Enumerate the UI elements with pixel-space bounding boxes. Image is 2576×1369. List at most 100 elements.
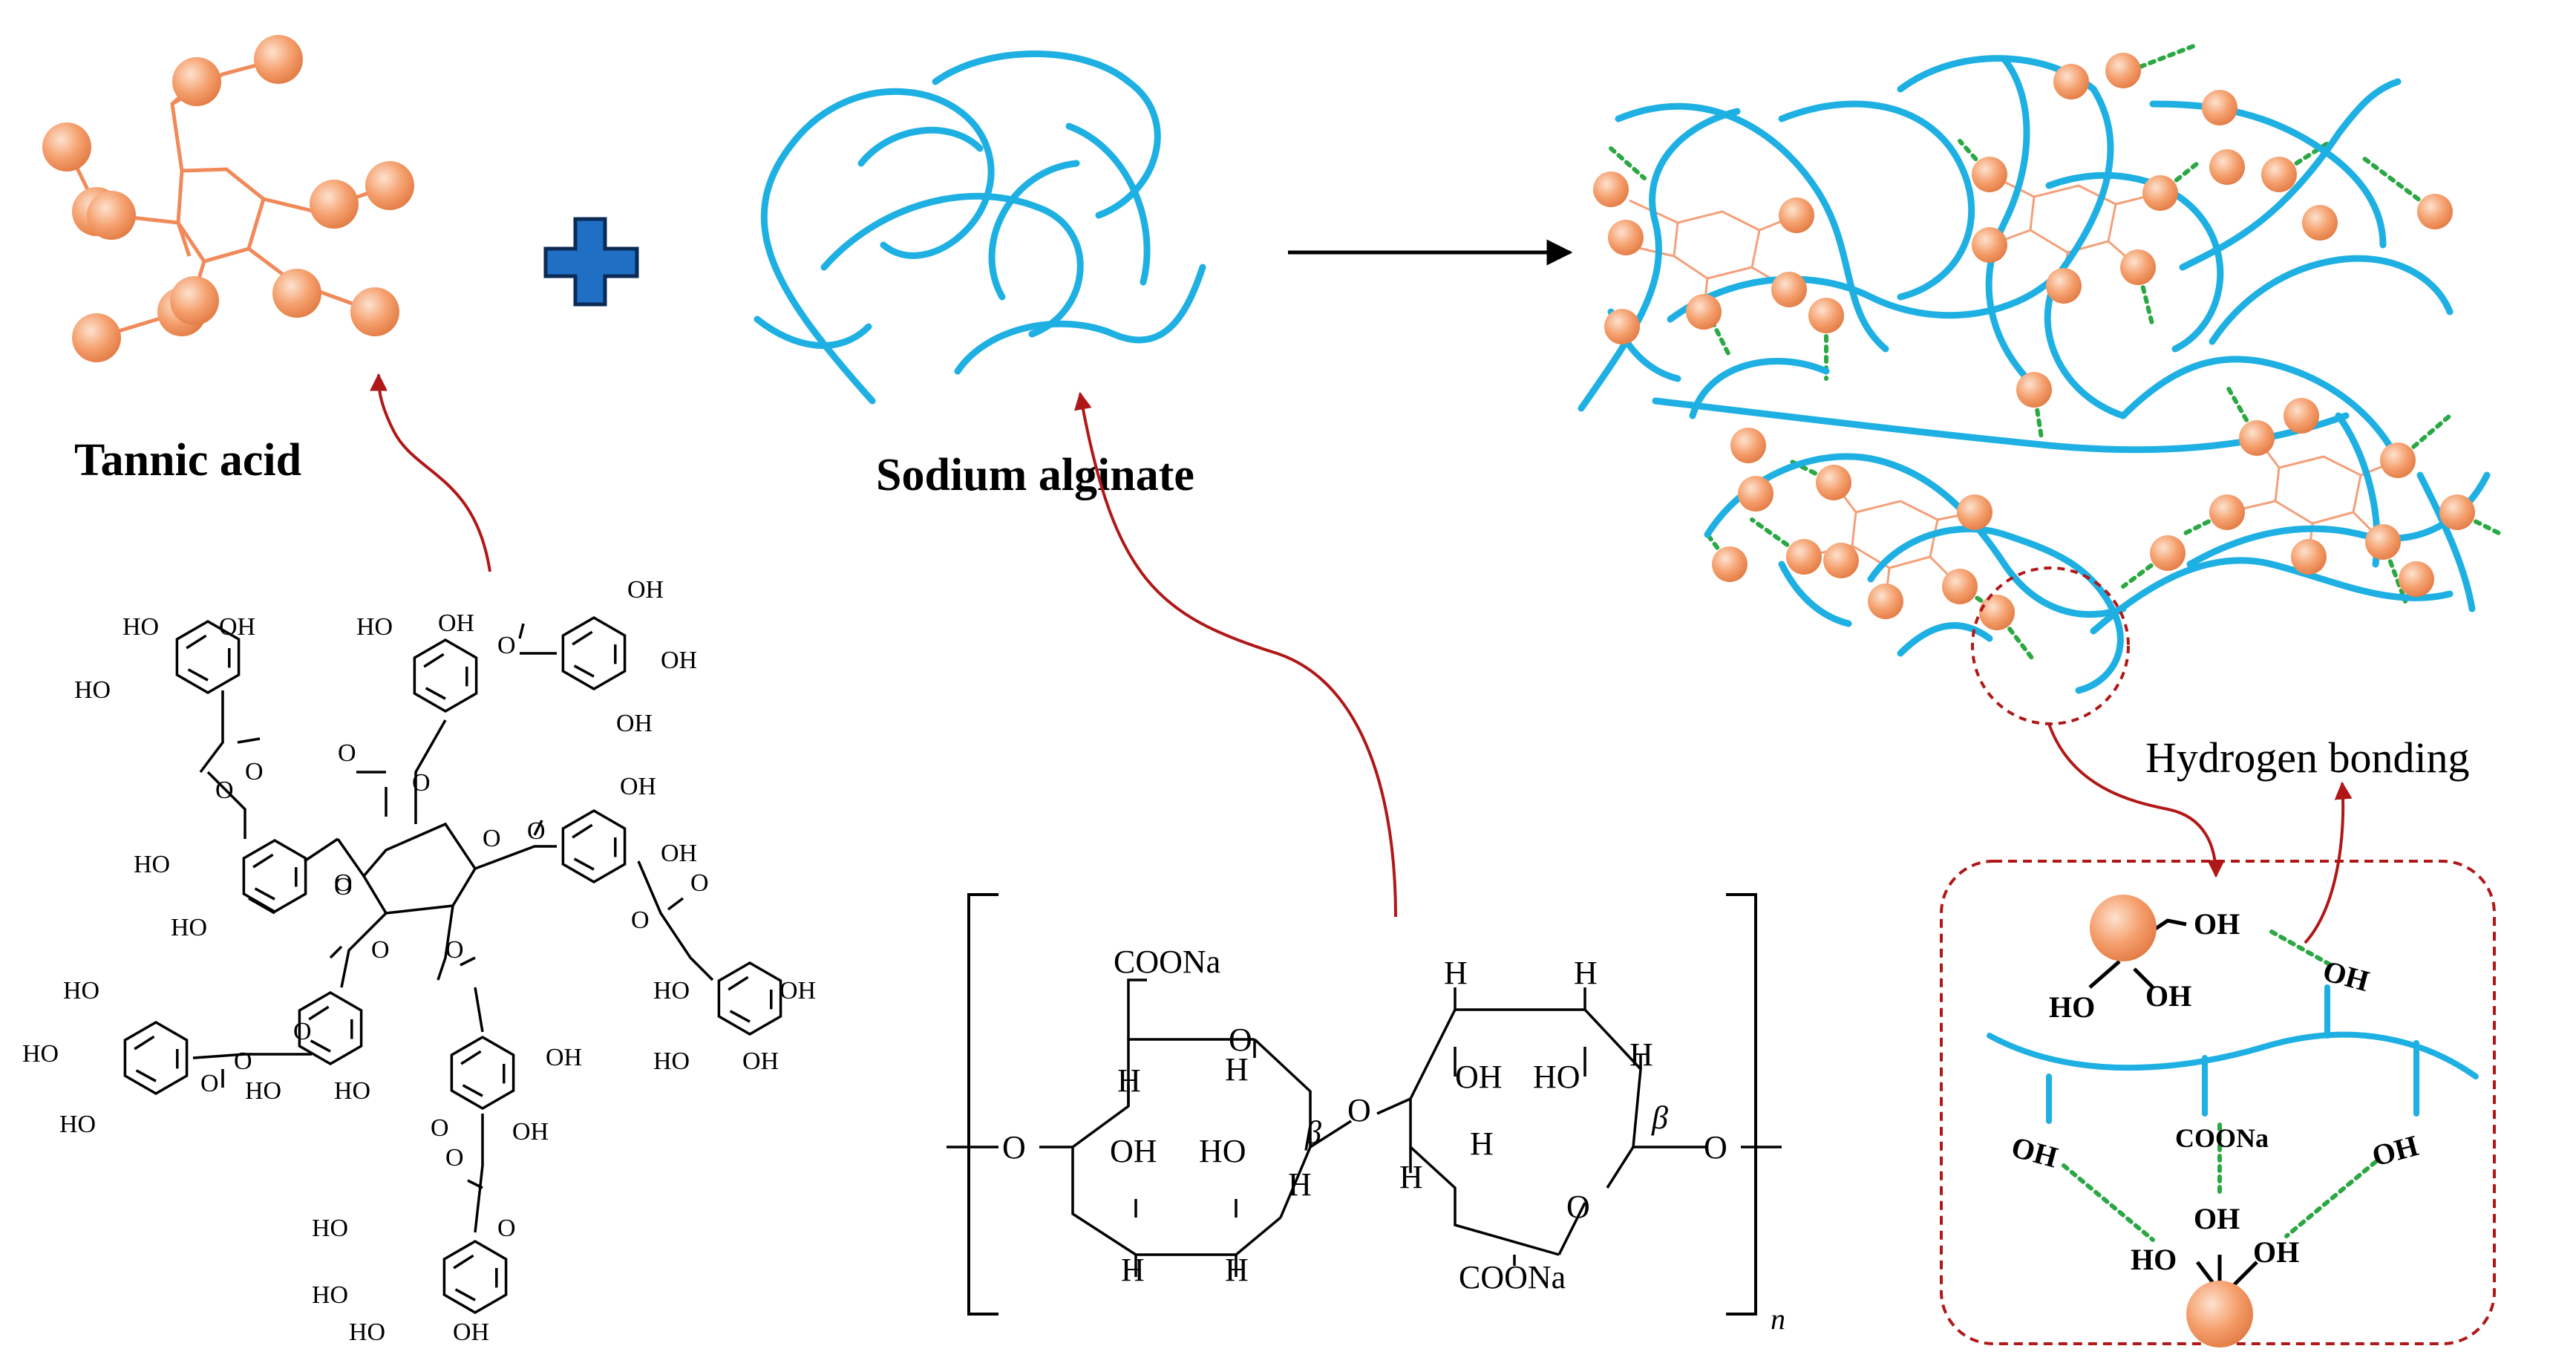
network-sphere — [2291, 539, 2327, 575]
network-sphere — [1786, 539, 1822, 575]
atom-label: O — [631, 906, 650, 934]
atom-label: OH — [742, 1048, 779, 1075]
alginate-bonds — [947, 978, 1782, 1277]
atom-label: HO — [134, 851, 170, 878]
alg-h-3: H — [1288, 1166, 1312, 1203]
benzene-ring — [561, 808, 627, 884]
atom-label: HO — [312, 1215, 348, 1242]
network-sphere — [2302, 205, 2338, 241]
tannic-sphere — [72, 313, 121, 362]
double-bond — [572, 823, 593, 839]
network-sphere — [1957, 494, 1993, 530]
double-bond — [460, 1050, 482, 1065]
bond — [237, 737, 261, 744]
atom-label: HO — [349, 1319, 385, 1346]
tannic-sphere — [350, 287, 399, 336]
atom-label: HO — [245, 1077, 281, 1105]
detail-hbonds — [2062, 929, 2378, 1242]
alginate-structure-arrow — [1074, 391, 1397, 918]
bond — [248, 897, 275, 915]
network-sphere — [1730, 428, 1766, 463]
bond — [437, 905, 454, 981]
alg-h-5: H — [1225, 1252, 1249, 1288]
atom-label: OH — [512, 1118, 549, 1146]
tannic-sphere — [254, 35, 303, 84]
atom-label: HO — [122, 613, 159, 641]
network-sphere — [1604, 309, 1640, 344]
bond — [460, 956, 476, 967]
alg-ho-1: HO — [1199, 1133, 1246, 1169]
double-bond — [254, 887, 275, 901]
alg-beta-2: β — [1651, 1100, 1668, 1136]
alg-o-ring2: O — [1566, 1189, 1590, 1225]
double-bond — [135, 1069, 157, 1082]
double-bond — [186, 634, 207, 650]
alg-o-bridge: O — [1347, 1092, 1371, 1128]
network-sphere — [2150, 535, 2186, 571]
tannic-sphere — [272, 269, 321, 318]
sodium-alginate-label: Sodium alginate — [876, 450, 1194, 500]
atom-label: O — [527, 817, 546, 845]
bond — [336, 837, 365, 878]
alg-o-ring1: O — [1229, 1022, 1252, 1058]
tannic-sphere — [365, 161, 414, 210]
network-hbond — [1609, 146, 1647, 180]
atom-label: OH — [661, 647, 697, 674]
network-sphere — [2380, 442, 2416, 478]
network-sphere — [2142, 175, 2178, 211]
atom-label: OH — [661, 840, 697, 867]
double-bond — [729, 1010, 751, 1023]
detail-oh-mid: OH — [2145, 979, 2191, 1013]
tannic-sphere — [42, 122, 91, 171]
benzene-ring — [298, 990, 363, 1066]
alg-ho-2: HO — [1533, 1059, 1580, 1095]
alg-o-right: O — [1704, 1129, 1727, 1166]
alginate-atom-labels: COONa O O H H OH HO β H H H O H H OH HO … — [1002, 944, 1785, 1336]
tannic-sphere — [87, 191, 136, 240]
hydrogel-network — [1578, 42, 2504, 694]
zoom-circle — [1971, 566, 2130, 725]
network-sphere — [2365, 524, 2401, 560]
atom-label: OH — [546, 1044, 582, 1071]
detail-ho-bottom-left: HO — [2131, 1243, 2177, 1276]
atom-label: O — [200, 1070, 219, 1097]
bond — [329, 945, 343, 959]
detail-chain — [1987, 984, 2479, 1124]
network-sphere — [1771, 272, 1807, 307]
network-sphere — [2016, 372, 2052, 408]
atom-label: O — [215, 777, 234, 804]
atom-label: O — [497, 632, 516, 659]
atom-label: O — [234, 1048, 252, 1075]
double-bond — [187, 668, 209, 682]
bond — [192, 1053, 312, 1059]
tannic-sphere — [170, 276, 219, 325]
alg-oh-2: OH — [1455, 1059, 1503, 1095]
network-sphere — [1972, 227, 2007, 263]
alg-coona-bottom: COONa — [1459, 1259, 1566, 1296]
network-hbond — [2032, 388, 2044, 440]
network-sphere — [1979, 595, 2015, 630]
benzene-ring — [717, 961, 782, 1036]
alg-beta-1: β — [1304, 1114, 1321, 1151]
atom-label: HO — [653, 977, 690, 1004]
network-sphere — [2046, 268, 2082, 304]
network-hbond — [2158, 161, 2200, 195]
atom-label: OH — [779, 977, 816, 1004]
tannic-sphere — [172, 57, 221, 106]
double-bond — [134, 1035, 155, 1051]
tannic-acid-spheres — [42, 35, 414, 362]
alginate-brackets — [967, 893, 1757, 1316]
bond — [199, 690, 224, 774]
detail-box — [1940, 860, 2496, 1345]
benzene-ring — [442, 1239, 508, 1315]
double-bond — [573, 664, 595, 678]
double-bond — [454, 1288, 476, 1301]
atom-label: HO — [356, 613, 393, 641]
bond — [340, 912, 388, 988]
atom-label: O — [371, 936, 390, 964]
hydrogen-bonding-label: Hydrogen bonding — [2145, 733, 2470, 782]
double-bond — [310, 1039, 331, 1053]
tannic-sphere — [310, 180, 359, 229]
detail-bonds — [2088, 918, 2258, 1293]
